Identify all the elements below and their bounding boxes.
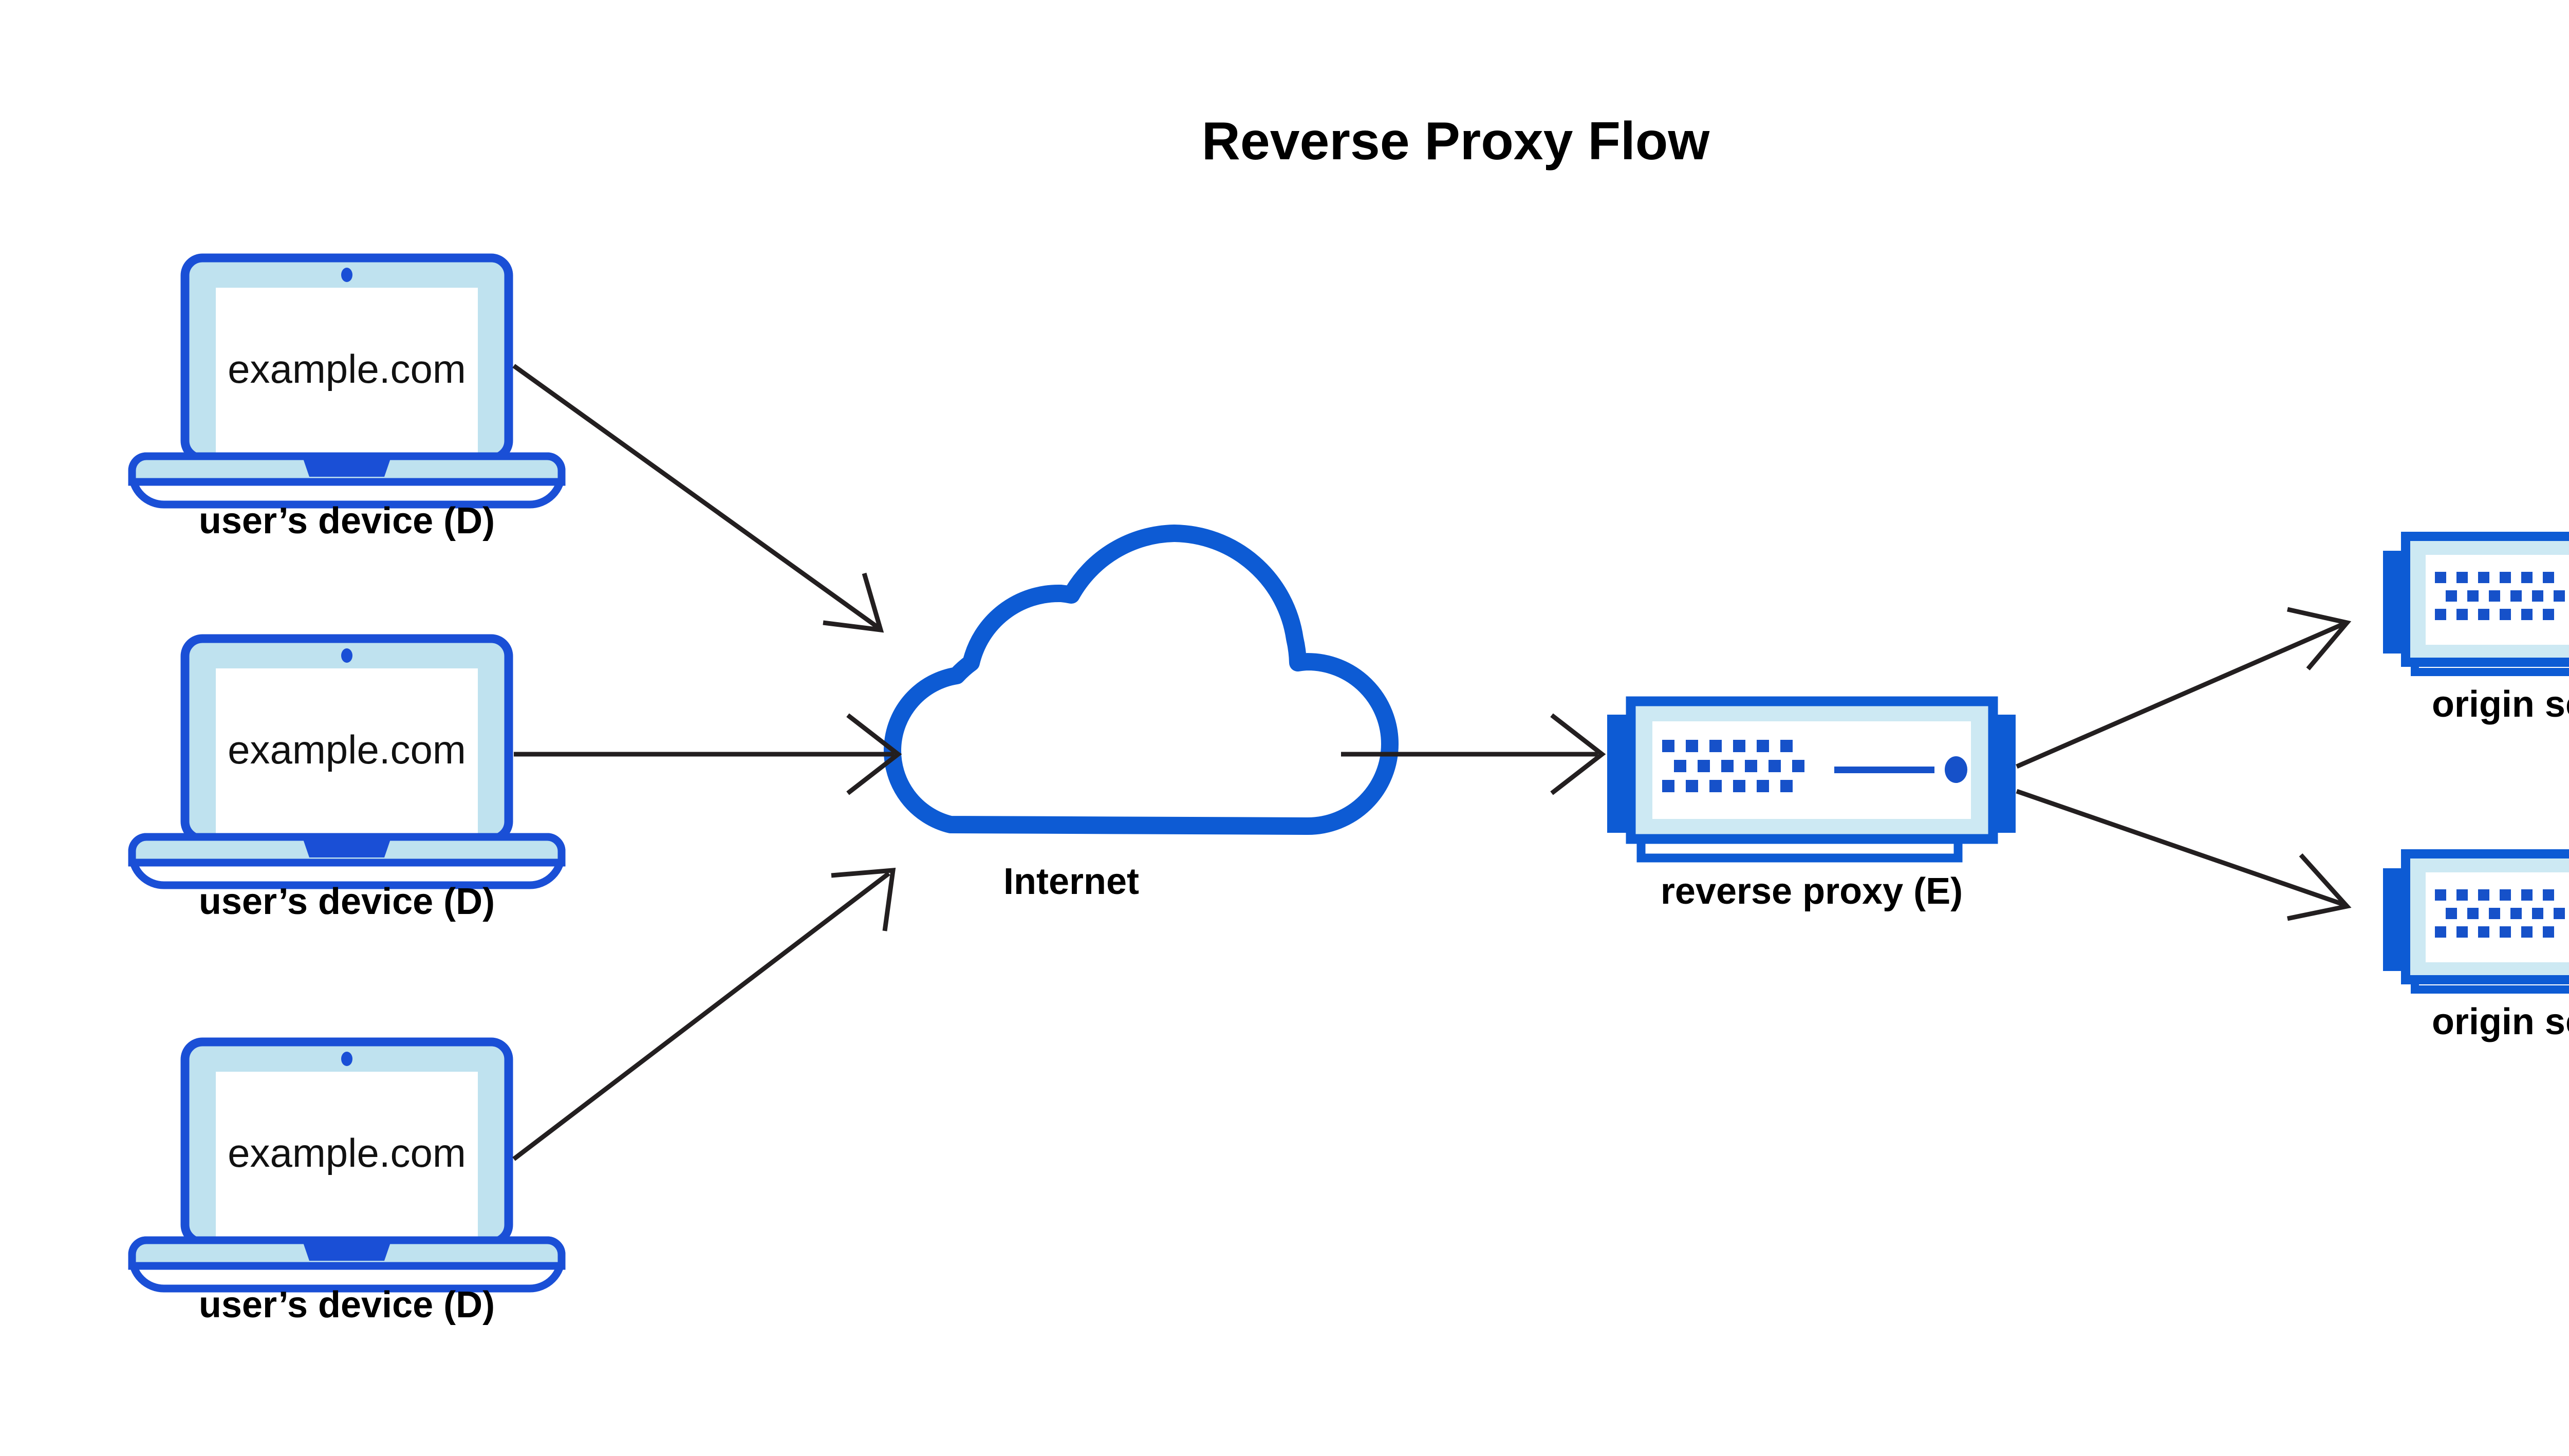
cloud-icon [884,525,1399,835]
reverse-proxy-label: reverse proxy (E) [1661,871,1963,912]
origin-server-node-2[interactable]: origin server (F) [2383,849,2569,1042]
page-title: Reverse Proxy Flow [1202,111,1710,171]
origin-server-label-1: origin server (F) [2432,684,2569,725]
edge-internet-proxy [1341,713,1606,795]
laptop-screen-text: example.com [228,1130,466,1175]
laptop-screen-text: example.com [228,727,466,772]
edge-client2-internet [514,713,902,795]
laptop-icon [128,634,566,889]
internet-node[interactable]: Internet [884,525,1399,902]
client-node-3[interactable]: example.com user’s device (D) [128,1037,566,1326]
client-label-2: user’s device (D) [199,881,495,922]
edge-proxy-origin1 [2016,607,2352,769]
server-icon [2383,532,2569,676]
edge-client3-internet [512,868,896,1161]
server-icon [1607,696,2016,863]
reverse-proxy-node[interactable]: reverse proxy (E) [1607,696,2016,912]
camera-dot-icon [341,268,352,282]
laptop-icon [128,1037,566,1293]
client-node-2[interactable]: example.com user’s device (D) [128,634,566,922]
origin-server-node-1[interactable]: origin server (F) [2383,532,2569,725]
client-label-1: user’s device (D) [199,500,495,542]
laptop-icon [128,253,566,509]
laptop-screen-text: example.com [228,346,466,391]
client-node-1[interactable]: example.com user’s device (D) [128,253,566,542]
client-label-3: user’s device (D) [199,1284,495,1326]
internet-label: Internet [1003,861,1139,902]
edge-client1-internet [512,364,884,633]
camera-dot-icon [341,648,352,663]
camera-dot-icon [341,1052,352,1066]
server-icon [2383,849,2569,994]
origin-server-label-2: origin server (F) [2432,1001,2569,1042]
edge-proxy-origin2 [2016,789,2352,921]
